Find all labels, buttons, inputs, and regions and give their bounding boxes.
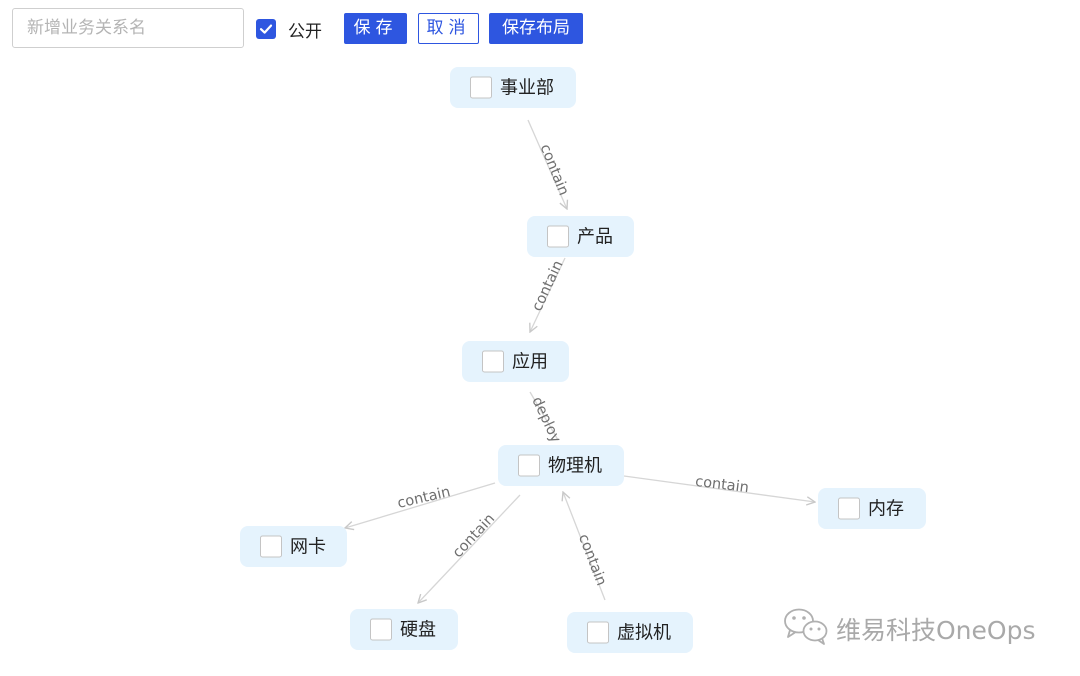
node-checkbox[interactable] bbox=[260, 535, 282, 558]
node-label: 内存 bbox=[868, 499, 904, 520]
node-checkbox[interactable] bbox=[838, 497, 860, 520]
edge-host-nic[interactable]: contain bbox=[345, 482, 496, 528]
public-checkbox[interactable] bbox=[256, 19, 276, 39]
node-label: 产品 bbox=[577, 227, 613, 248]
wechat-icon bbox=[784, 608, 828, 645]
edge-line[interactable] bbox=[345, 482, 496, 528]
edge-label: contain bbox=[575, 532, 609, 588]
edge-app-host[interactable]: deploy bbox=[528, 391, 564, 446]
node-bu[interactable]: 事业部 bbox=[450, 67, 576, 108]
node-memory[interactable]: 内存 bbox=[818, 488, 926, 529]
edge-line[interactable] bbox=[563, 492, 606, 601]
save-layout-button[interactable]: 保存布局 bbox=[489, 13, 583, 44]
edge-line[interactable] bbox=[529, 391, 559, 441]
watermark: 维易科技OneOps bbox=[782, 606, 1062, 646]
node-checkbox[interactable] bbox=[547, 225, 569, 248]
node-label: 网卡 bbox=[290, 537, 326, 558]
edge-host-disk[interactable]: contain bbox=[418, 494, 521, 603]
cancel-button[interactable]: 取消 bbox=[418, 13, 479, 44]
save-button[interactable]: 保存 bbox=[344, 13, 407, 44]
edge-line[interactable] bbox=[418, 494, 521, 603]
edge-product-app[interactable]: contain bbox=[529, 257, 567, 332]
node-product[interactable]: 产品 bbox=[527, 216, 634, 257]
node-checkbox[interactable] bbox=[518, 454, 540, 477]
node-label: 硬盘 bbox=[400, 620, 436, 641]
public-label: 公开 bbox=[288, 22, 322, 42]
watermark-text: 维易科技OneOps bbox=[836, 616, 1036, 645]
edge-line[interactable] bbox=[530, 257, 566, 332]
node-app[interactable]: 应用 bbox=[462, 341, 569, 382]
edge-label: deploy bbox=[528, 394, 563, 445]
node-checkbox[interactable] bbox=[482, 350, 504, 373]
edge-host-memory[interactable]: contain bbox=[623, 474, 815, 502]
node-checkbox[interactable] bbox=[370, 618, 392, 641]
edge-label: contain bbox=[537, 142, 572, 198]
edge-label: contain bbox=[694, 474, 749, 496]
edge-line[interactable] bbox=[527, 119, 567, 209]
edge-bu-product[interactable]: contain bbox=[527, 119, 572, 209]
edge-label: contain bbox=[396, 484, 452, 512]
edge-label: contain bbox=[529, 258, 566, 314]
relation-name-input[interactable] bbox=[12, 8, 244, 48]
node-label: 虚拟机 bbox=[617, 623, 671, 644]
node-checkbox[interactable] bbox=[470, 76, 492, 99]
node-checkbox[interactable] bbox=[587, 621, 609, 644]
node-nic[interactable]: 网卡 bbox=[240, 526, 347, 567]
edge-label: contain bbox=[450, 511, 498, 561]
node-label: 事业部 bbox=[500, 78, 554, 99]
node-label: 物理机 bbox=[548, 456, 602, 477]
checkmark-icon bbox=[259, 24, 273, 34]
node-host[interactable]: 物理机 bbox=[498, 445, 624, 486]
edge-line[interactable] bbox=[623, 475, 815, 502]
node-vm[interactable]: 虚拟机 bbox=[567, 612, 693, 653]
node-label: 应用 bbox=[512, 352, 548, 373]
edge-vm-host[interactable]: contain bbox=[563, 492, 609, 601]
toolbar: 公开 保存 取消 保存布局 bbox=[0, 0, 1080, 60]
node-disk[interactable]: 硬盘 bbox=[350, 609, 458, 650]
